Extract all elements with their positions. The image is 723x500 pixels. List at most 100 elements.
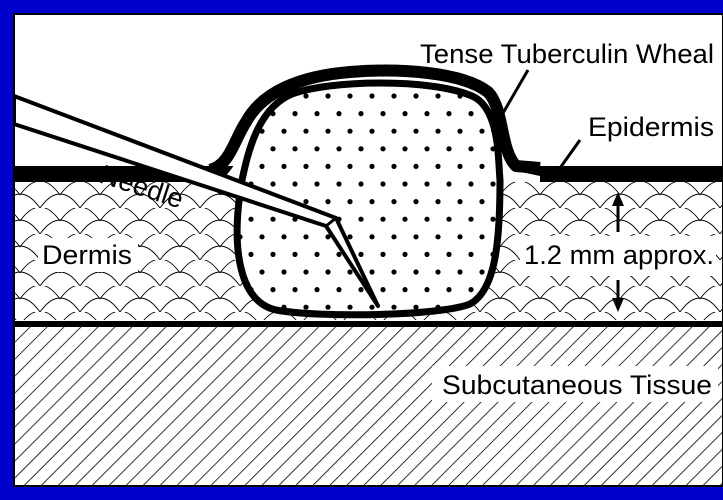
wheal-dot [435, 129, 440, 134]
wheal-dot [369, 164, 374, 169]
wheal-dot [259, 164, 264, 169]
subcutaneous-label: Subcutaneous Tissue [442, 370, 712, 400]
wheal-dot [435, 199, 440, 204]
wheal-dot [446, 217, 451, 222]
wheal-dot [391, 305, 396, 310]
wheal-dot [325, 129, 330, 134]
wheal-dot [314, 146, 319, 151]
wheal-dot [435, 269, 440, 274]
wheal-dot [303, 305, 308, 310]
wheal-dot [424, 181, 429, 186]
wheal-dot [457, 199, 462, 204]
wheal-dot [479, 199, 484, 204]
subcutaneous-layer [14, 326, 723, 486]
wheal-dot [281, 269, 286, 274]
dermis-label: Dermis [42, 240, 132, 270]
wheal-dot [292, 146, 297, 151]
wheal-dot [435, 93, 440, 98]
wheal-dot [402, 252, 407, 257]
wheal-dot [303, 234, 308, 239]
wheal-dot [468, 252, 473, 257]
wheal-dot [424, 252, 429, 257]
wheal-dot [270, 217, 275, 222]
wheal-dot [413, 199, 418, 204]
wheal-dot [479, 129, 484, 134]
wheal-dot [281, 164, 286, 169]
wheal-dot [314, 287, 319, 292]
wheal-dot [424, 287, 429, 292]
wheal-dot [292, 111, 297, 116]
wheal-dot [446, 146, 451, 151]
wheal-dot [402, 111, 407, 116]
wheal-dot [347, 269, 352, 274]
wheal-dot [325, 199, 330, 204]
wheal-dot [402, 287, 407, 292]
wheal-dot [314, 111, 319, 116]
wheal-dot [347, 129, 352, 134]
wheal-dot [248, 217, 253, 222]
wheal-dot [391, 234, 396, 239]
wheal-dot [391, 93, 396, 98]
wheal-dot [303, 199, 308, 204]
wheal-dot [248, 252, 253, 257]
wheal-dot [446, 287, 451, 292]
wheal-dot [347, 164, 352, 169]
wheal-dot [457, 164, 462, 169]
wheal-dot [347, 93, 352, 98]
wheal-dot [314, 252, 319, 257]
wheal-dot [413, 164, 418, 169]
wheal-dot [479, 164, 484, 169]
wheal-dot [468, 217, 473, 222]
wheal-dot [292, 252, 297, 257]
wheal-dot [292, 181, 297, 186]
wheal-dot [259, 234, 264, 239]
wheal-dot [336, 252, 341, 257]
wheal-dot [380, 252, 385, 257]
wheal-dot [468, 111, 473, 116]
wheal-dot [303, 129, 308, 134]
wheal-dot [413, 269, 418, 274]
wheal-dot [369, 234, 374, 239]
wheal-dot [457, 269, 462, 274]
wheal-dot [281, 129, 286, 134]
diagram-panel: Tense Tuberculin Wheal Epidermis Needle … [14, 14, 723, 486]
wheal-dot [314, 181, 319, 186]
wheal-dot [479, 269, 484, 274]
wheal-dot [325, 164, 330, 169]
wheal-dot [369, 269, 374, 274]
wheal-dot [380, 146, 385, 151]
wheal-dot [457, 234, 462, 239]
wheal-dot [457, 129, 462, 134]
wheal-dot [270, 181, 275, 186]
wheal-dot [435, 164, 440, 169]
wheal-dot [303, 269, 308, 274]
wheal-dot [413, 305, 418, 310]
wheal-dot [292, 287, 297, 292]
wheal-dot [336, 287, 341, 292]
wheal-dot [402, 217, 407, 222]
wheal-dot [446, 111, 451, 116]
wheal-dot [270, 287, 275, 292]
wheal-dot [303, 93, 308, 98]
wheal-dot [468, 287, 473, 292]
wheal-dot [468, 146, 473, 151]
wheal-dot [347, 234, 352, 239]
wheal-dot [303, 164, 308, 169]
wheal-dot [391, 129, 396, 134]
wheal-dot [336, 146, 341, 151]
wheal-dot [424, 146, 429, 151]
wheal-dot [424, 111, 429, 116]
wheal-dot [347, 199, 352, 204]
wheal-dot [347, 305, 352, 310]
wheal-dot [336, 181, 341, 186]
wheal-dot [358, 181, 363, 186]
wheal-dot [391, 199, 396, 204]
wheal-dot [358, 287, 363, 292]
wheal-dot [391, 164, 396, 169]
wheal-dot [369, 129, 374, 134]
wheal-dot [435, 234, 440, 239]
wheal-dot [325, 269, 330, 274]
wheal-dot [325, 305, 330, 310]
wheal-dot [380, 217, 385, 222]
